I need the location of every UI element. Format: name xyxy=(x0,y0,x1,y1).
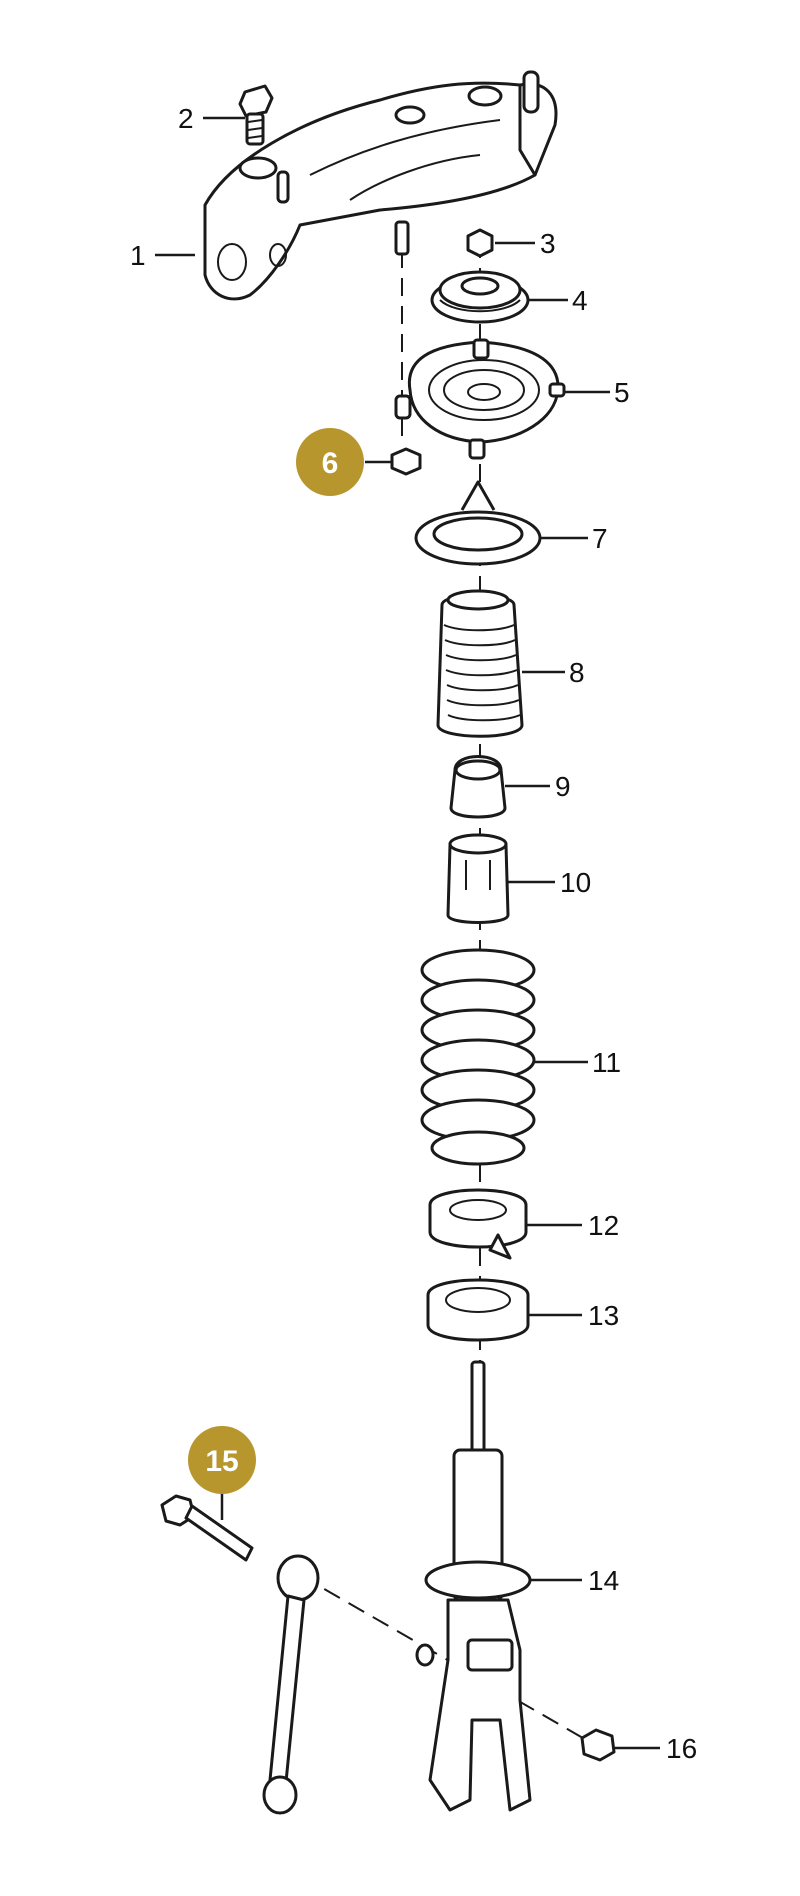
callout-15-badge[interactable] xyxy=(188,1426,256,1494)
part-12-spring-pad xyxy=(428,1188,528,1260)
callout-2: 2 xyxy=(178,103,194,134)
callout-5: 5 xyxy=(614,377,630,408)
part-6-nut xyxy=(390,447,422,476)
part-1-upper-bracket xyxy=(203,70,558,301)
bracket-stud xyxy=(394,220,410,256)
callout-6-badge[interactable] xyxy=(296,428,364,496)
part-10-tube xyxy=(446,833,510,924)
callout-3: 3 xyxy=(540,228,556,259)
callout-11: 11 xyxy=(592,1047,621,1078)
callout-16: 16 xyxy=(666,1733,697,1764)
part-9-bump-stop xyxy=(449,755,507,819)
callout-10: 10 xyxy=(560,867,591,898)
part-3-nut xyxy=(466,228,494,258)
part-4-bearing xyxy=(430,270,530,324)
callout-15: 15 xyxy=(205,1445,238,1478)
callout-8: 8 xyxy=(569,657,585,688)
callout-6: 6 xyxy=(322,447,339,480)
callout-14: 14 xyxy=(588,1565,619,1596)
part-8-dust-boot xyxy=(436,589,524,738)
part-15-bolt xyxy=(160,1494,254,1562)
part-5-mount-plate xyxy=(394,338,566,460)
callout-12: 12 xyxy=(588,1210,619,1241)
callout-13: 13 xyxy=(588,1300,619,1331)
part-16-nut xyxy=(580,1728,616,1762)
part-14-shock-absorber xyxy=(424,1360,532,1812)
callout-9: 9 xyxy=(555,771,571,802)
part-11-coil-spring xyxy=(420,948,536,1166)
callout-1: 1 xyxy=(130,240,146,271)
part-13-lower-seat xyxy=(426,1278,530,1342)
callout-7: 7 xyxy=(592,523,608,554)
part-2-bolt xyxy=(238,84,274,146)
callout-4: 4 xyxy=(572,285,588,316)
stabilizer-link xyxy=(262,1554,435,1815)
part-7-spring-seat xyxy=(414,480,542,566)
